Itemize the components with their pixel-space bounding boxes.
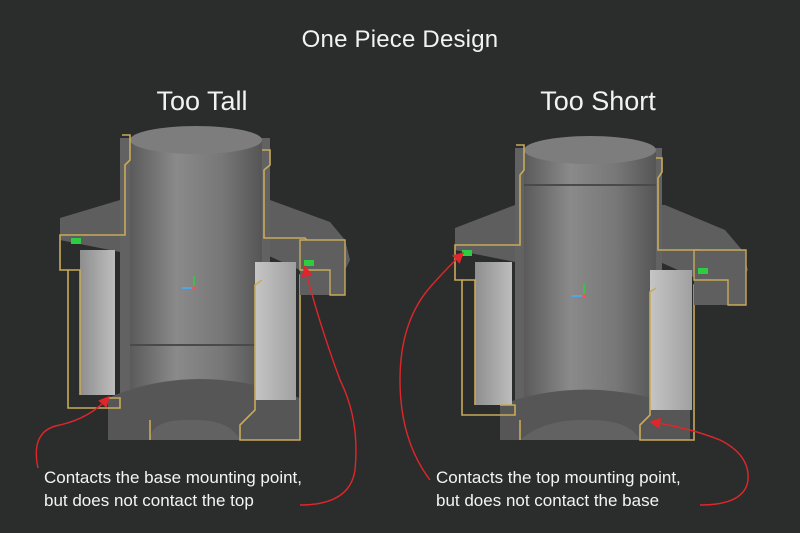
right-cavity [650, 270, 692, 410]
contact-marker-right [698, 268, 708, 274]
caption-line: Contacts the top mounting point, [436, 468, 681, 487]
arrow-too-short-top [399, 252, 465, 481]
bottom-bowl [500, 389, 690, 440]
contact-marker-right [304, 260, 314, 266]
cylinder-top [524, 136, 656, 164]
axis-gizmo-icon [182, 276, 196, 290]
part-too-tall [59, 126, 350, 441]
diagram-title: One Piece Design [301, 26, 499, 53]
main-cylinder [130, 129, 262, 390]
arrow-too-short-base [649, 417, 749, 506]
left-cavity [475, 262, 512, 405]
arrow-too-tall-top [299, 265, 357, 506]
caption-too-short: Contacts the top mounting point, but doe… [436, 466, 681, 512]
right-cavity [255, 262, 296, 400]
axis-gizmo-icon [572, 284, 586, 298]
part-too-short [454, 136, 748, 441]
arrow-too-tall-base [35, 395, 110, 469]
contact-marker-left [462, 250, 472, 256]
contact-marker-left [71, 238, 81, 244]
bottom-bowl [108, 379, 300, 440]
caption-line: but does not contact the top [44, 491, 254, 510]
caption-too-tall: Contacts the base mounting point, but do… [44, 466, 302, 512]
left-cavity [80, 250, 115, 395]
cylinder-top [130, 126, 262, 154]
main-cylinder [524, 139, 656, 400]
caption-line: but does not contact the base [436, 491, 660, 510]
callout-arrows [35, 252, 749, 506]
panel-heading-too-tall: Too Tall [156, 86, 248, 116]
panel-heading-too-short: Too Short [540, 86, 656, 116]
caption-line: Contacts the base mounting point, [44, 468, 302, 487]
